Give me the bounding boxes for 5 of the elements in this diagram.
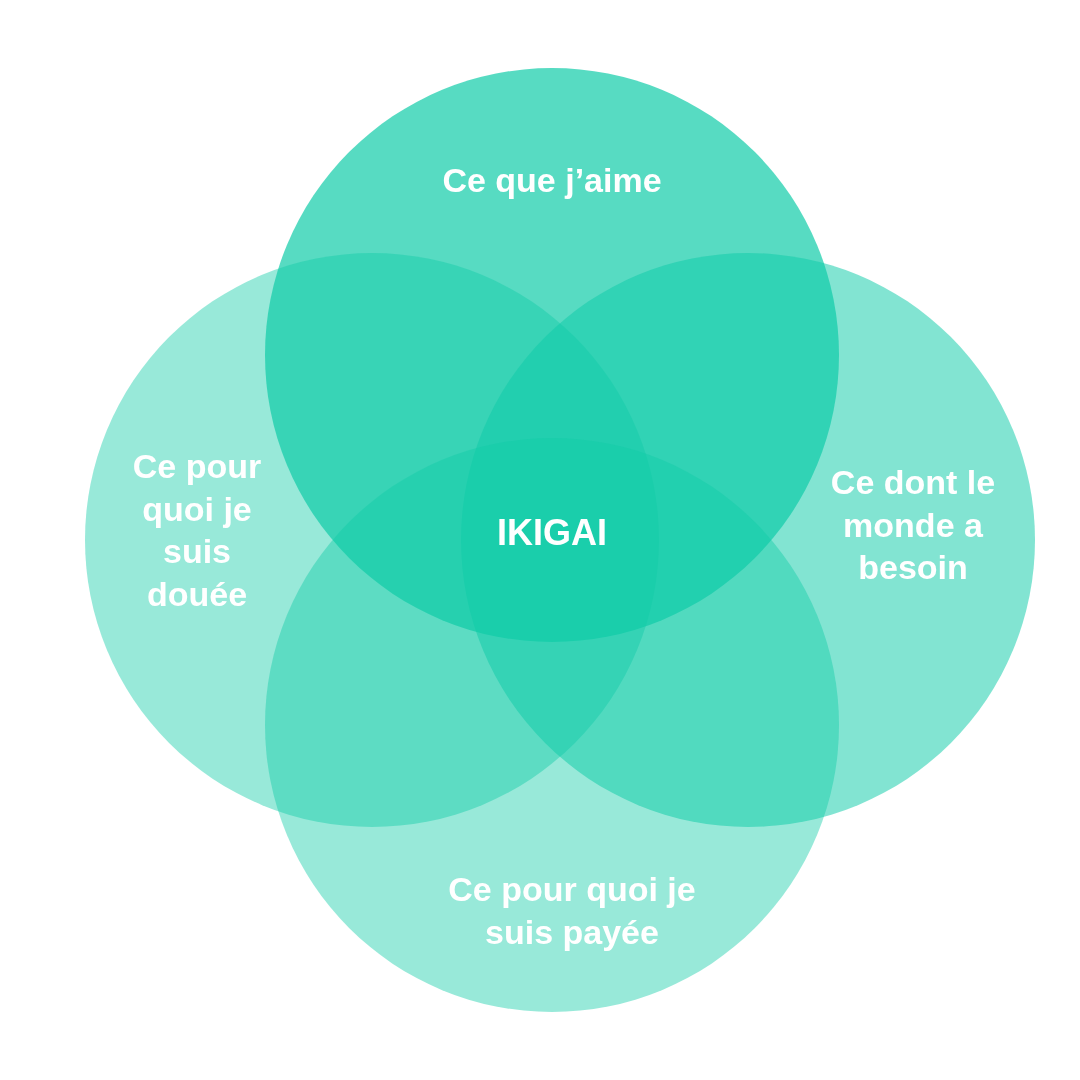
circle-label: Ce que j’aime xyxy=(441,159,663,201)
circle-label: Ce pour quoi je suis douée xyxy=(131,446,263,615)
circle-label: Ce dont le monde a besoin xyxy=(829,462,997,589)
center-label: IKIGAI xyxy=(497,511,607,555)
circle-label: Ce pour quoi je suis payée xyxy=(447,868,697,953)
